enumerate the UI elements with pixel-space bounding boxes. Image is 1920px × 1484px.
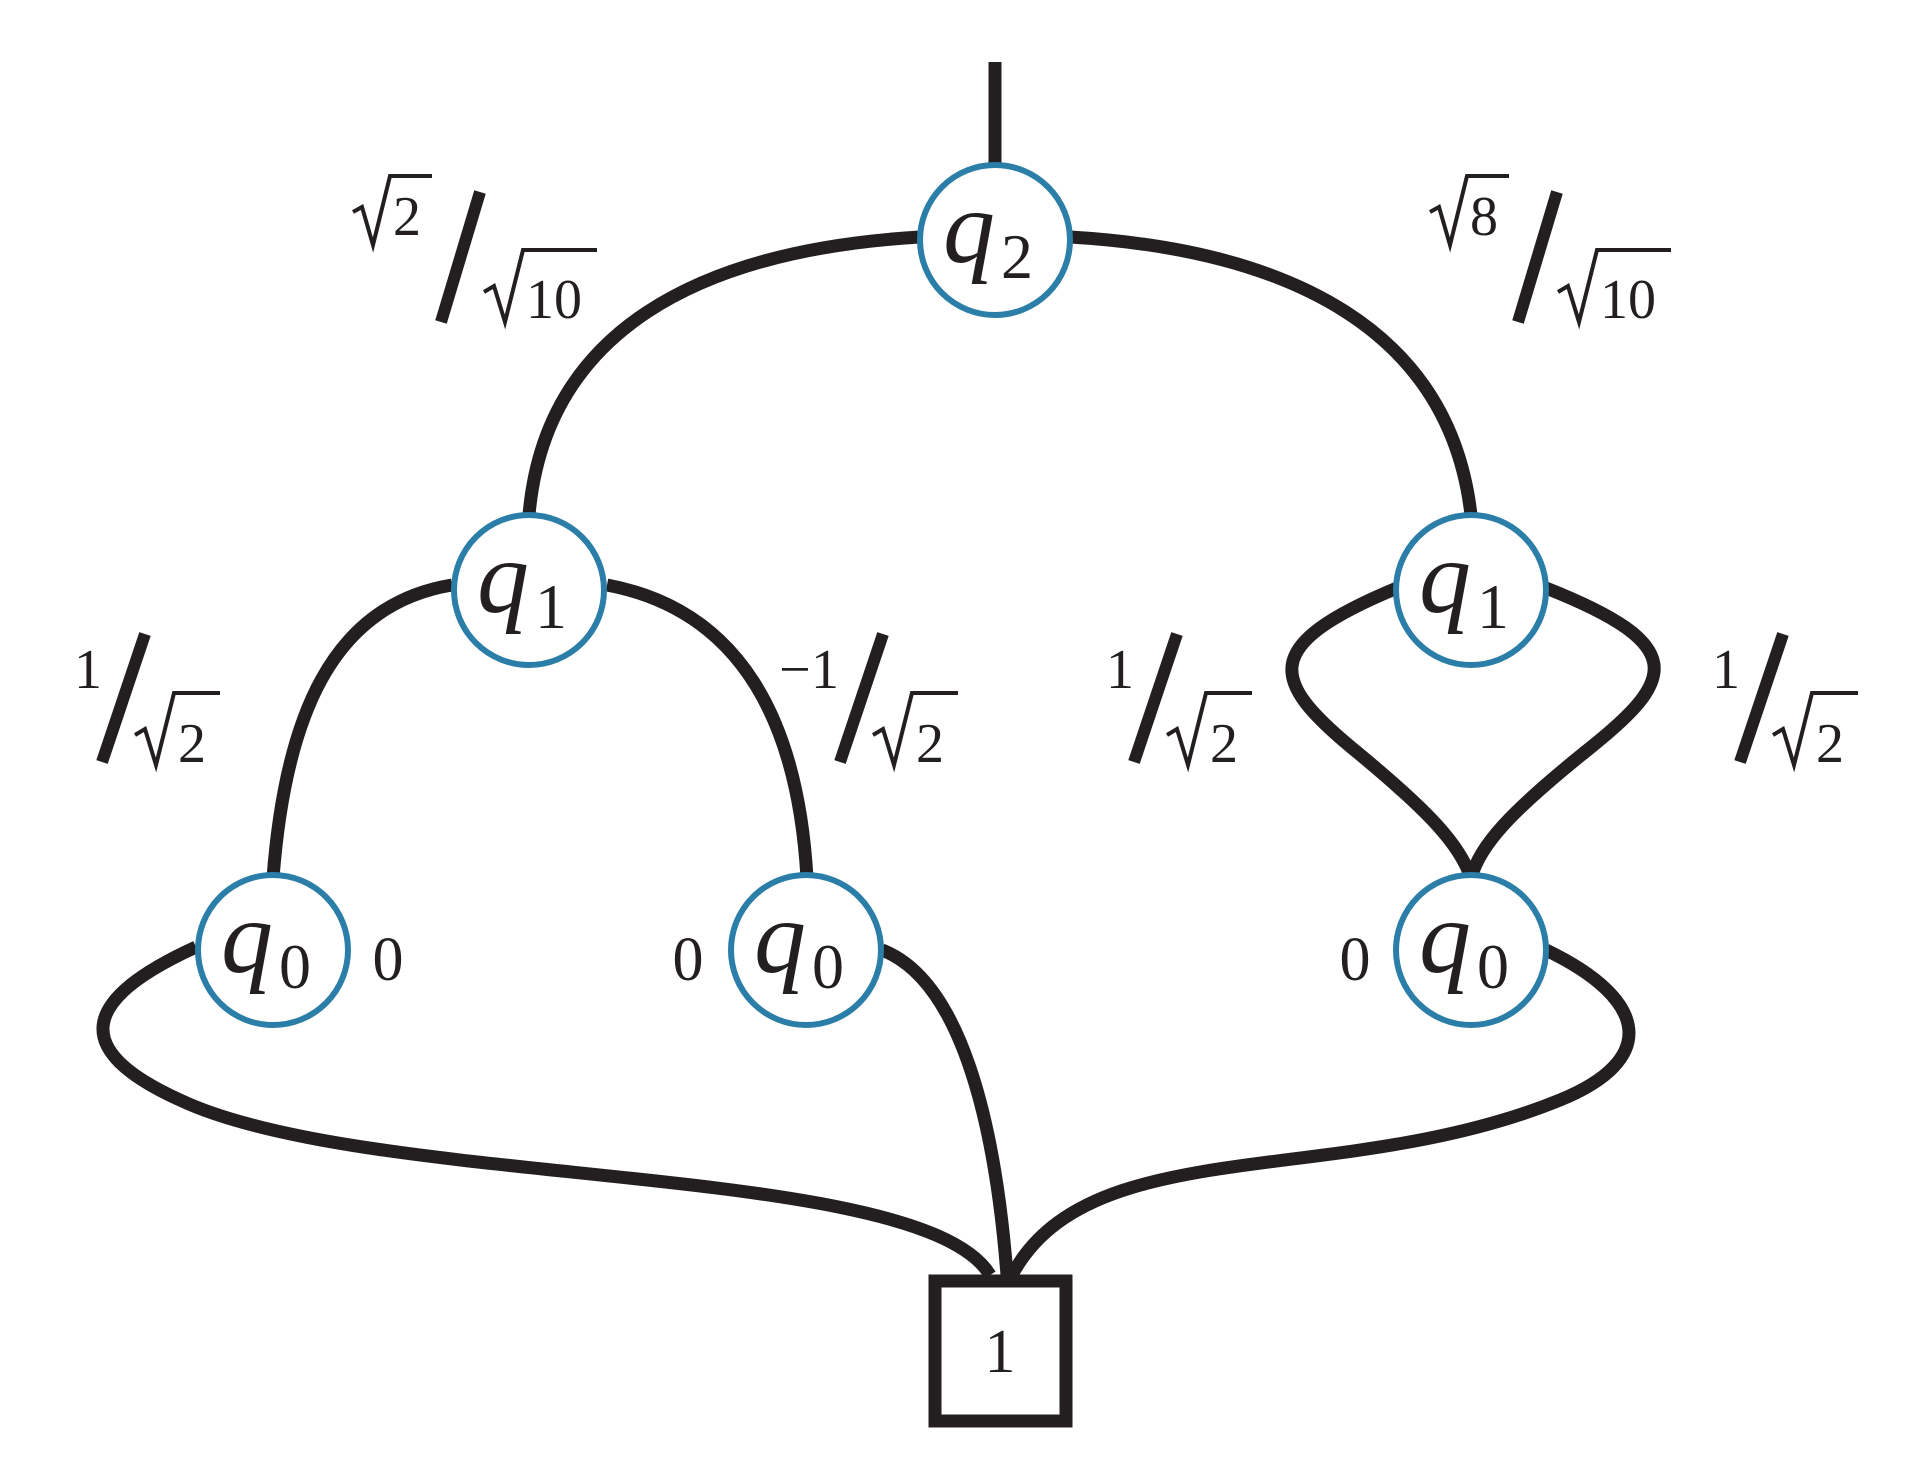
weight-leftmid-low-num: 1	[74, 639, 102, 701]
node-left-mid-var: q	[477, 520, 529, 635]
weight-root-high-slash	[1512, 190, 1563, 324]
node-right-mid-circle	[1393, 512, 1549, 668]
weight-leftmid-low: 1 2	[74, 632, 220, 775]
node-root-var: q	[943, 170, 995, 285]
edge-leaf-b-to-terminal	[879, 943, 1014, 1276]
weight-leftmid-low-den-radical	[133, 691, 220, 773]
weight-root-low: 2 10	[352, 174, 597, 331]
weight-leftmid-high-num: 1	[811, 639, 839, 701]
edge-root-to-left-mid	[522, 230, 921, 516]
weight-rightmid-low-den-radical	[1165, 691, 1252, 773]
weight-leftmid-high: − 1 2	[779, 632, 958, 775]
weight-leftmid-low-slash	[96, 632, 151, 764]
weight-rightmid-low: 1 2	[1106, 632, 1252, 775]
edge-leaf-a-to-terminal	[96, 941, 996, 1279]
node-leaf-c-sub: 0	[1477, 931, 1509, 1002]
weight-rightmid-high: 1 2	[1712, 632, 1858, 775]
edges	[96, 62, 1661, 1279]
node-right-mid-var: q	[1419, 520, 1471, 635]
node-right-mid: q 1	[1393, 512, 1549, 668]
weight-rightmid-high-den-radical	[1771, 691, 1858, 773]
node-right-mid-sub: 1	[1477, 571, 1509, 642]
weight-root-low-den-radical	[482, 248, 597, 330]
node-leaf-b-sub: 0	[812, 931, 844, 1002]
node-root-sub: 2	[1001, 221, 1033, 292]
weight-root-high: 8 10	[1429, 174, 1671, 331]
node-leaf-a-var: q	[221, 880, 273, 995]
weight-leftmid-high-sign: −	[779, 639, 811, 701]
node-leaf-c-circle	[1393, 872, 1549, 1028]
zero-label-leaf-c-low: 0	[1340, 926, 1371, 994]
zero-label-leaf-b-low: 0	[673, 926, 704, 994]
weight-root-high-den: 10	[1600, 269, 1656, 331]
weight-rightmid-low-slash	[1128, 632, 1183, 764]
weight-root-low-num: 2	[393, 186, 421, 248]
weight-rightmid-high-num: 1	[1712, 639, 1740, 701]
weight-leftmid-high-den-radical	[871, 691, 958, 773]
node-leaf-b-var: q	[754, 880, 806, 995]
node-leaf-b-circle	[728, 872, 884, 1028]
weight-root-high-num-radical	[1429, 174, 1509, 253]
weight-root-high-num: 8	[1470, 186, 1498, 248]
edge-root-to-right-mid	[1069, 230, 1478, 516]
weight-rightmid-low-num: 1	[1106, 639, 1134, 701]
edge-leaf-c-to-terminal	[1006, 944, 1636, 1279]
node-left-mid-sub: 1	[535, 571, 567, 642]
weight-leftmid-low-den: 2	[178, 713, 206, 775]
node-root-circle	[917, 162, 1073, 318]
zero-label-leaf-a-high: 0	[373, 926, 404, 994]
node-leaf-a-sub: 0	[279, 931, 311, 1002]
weight-root-low-num-radical	[352, 174, 432, 253]
weight-leftmid-high-den: 2	[916, 713, 944, 775]
weight-rightmid-high-slash	[1734, 632, 1789, 764]
node-leaf-b: q 0	[728, 872, 884, 1028]
terminal-node: 1	[928, 1274, 1073, 1428]
weight-root-low-den: 10	[526, 269, 582, 331]
weight-rightmid-low-den: 2	[1210, 713, 1238, 775]
node-left-mid: q 1	[451, 512, 607, 668]
weight-leftmid-high-slash	[834, 632, 889, 764]
node-leaf-c-var: q	[1419, 880, 1471, 995]
terminal-box	[928, 1274, 1073, 1428]
edge-left-mid-to-leaf-a	[266, 578, 454, 879]
node-leaf-a-circle	[195, 872, 351, 1028]
edge-left-mid-to-leaf-b	[605, 578, 814, 879]
edge-right-mid-to-leaf-c-low	[1285, 581, 1478, 881]
weight-root-low-slash	[435, 190, 486, 324]
weight-root-high-den-radical	[1556, 248, 1671, 330]
node-left-mid-circle	[451, 512, 607, 668]
terminal-value: 1	[985, 1318, 1016, 1386]
weight-rightmid-high-den: 2	[1816, 713, 1844, 775]
node-root: q 2	[917, 162, 1073, 318]
node-leaf-a: q 0	[195, 872, 351, 1028]
node-leaf-c: q 0	[1393, 872, 1549, 1028]
edge-right-mid-to-leaf-c-high	[1464, 581, 1661, 880]
